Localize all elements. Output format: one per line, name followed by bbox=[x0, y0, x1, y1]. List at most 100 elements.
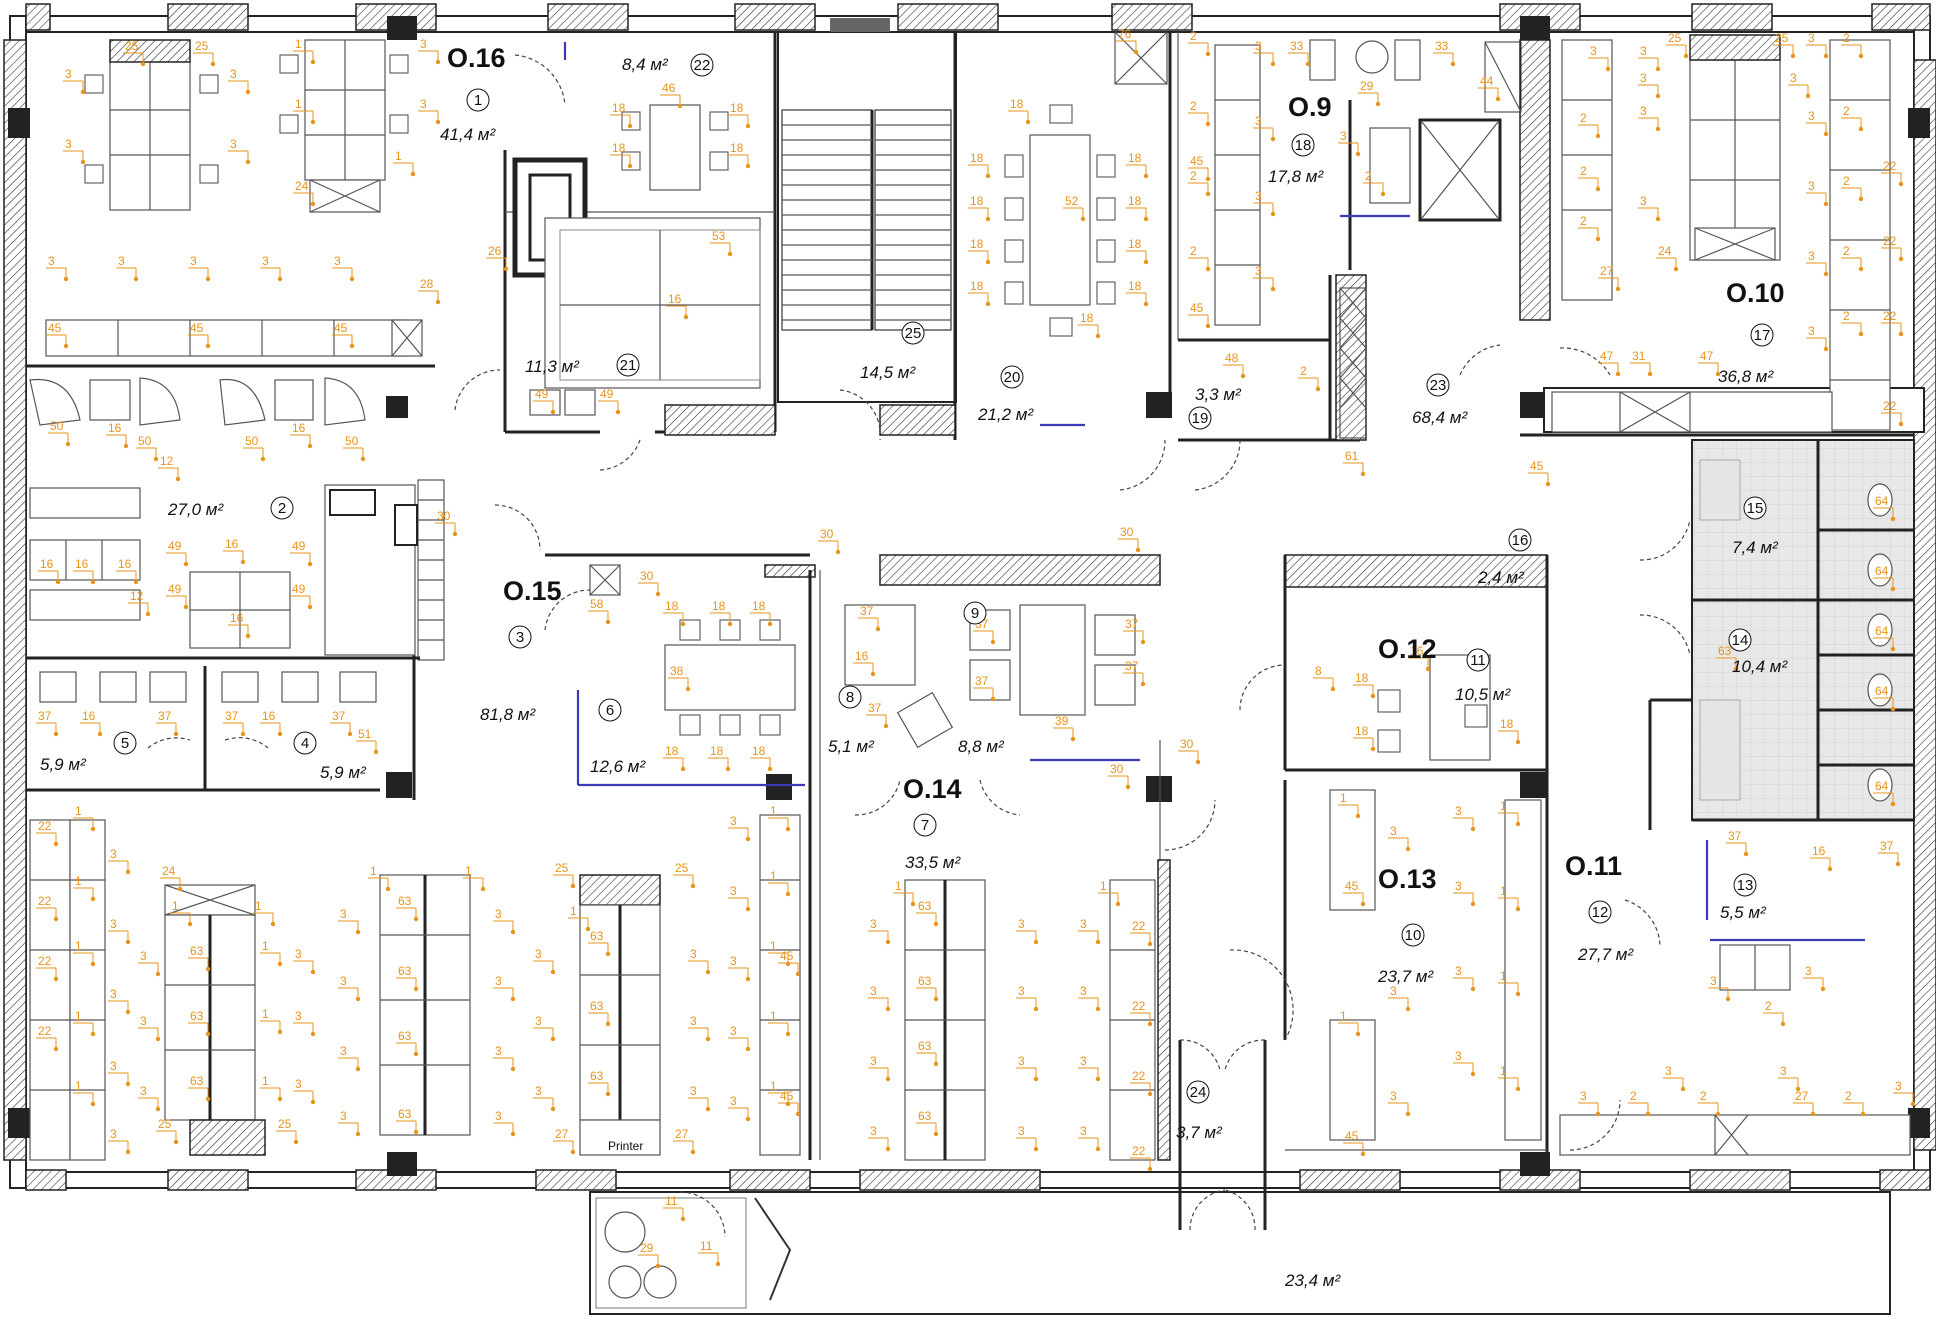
furniture-tag-label: 18 bbox=[1128, 237, 1142, 251]
furniture-tag: 45 bbox=[778, 1089, 801, 1117]
furniture-tag-label: 3 bbox=[190, 254, 197, 268]
furniture-tag-label: 3 bbox=[495, 1044, 502, 1058]
furniture-tag: 3 bbox=[728, 814, 751, 842]
furniture-tag: 22 bbox=[1130, 1144, 1153, 1172]
furniture-tag-label: 22 bbox=[1132, 1144, 1146, 1158]
furniture-tag-label: 37 bbox=[1125, 617, 1139, 631]
furniture-tag-label: 1 bbox=[172, 899, 179, 913]
furniture-tag: 30 bbox=[1118, 525, 1141, 553]
furniture-tag: 63 bbox=[188, 1074, 211, 1102]
furniture-tag: 64 bbox=[1873, 624, 1896, 652]
furniture-tag: 63 bbox=[588, 929, 611, 957]
furniture-tag-label: 16 bbox=[75, 557, 89, 571]
furniture-tag-label: 3 bbox=[535, 1084, 542, 1098]
furniture-tag-label: 1 bbox=[1340, 1009, 1347, 1023]
room-number-6: 6 bbox=[606, 702, 614, 719]
furniture-tag: 3 bbox=[108, 847, 131, 875]
furniture-tag: 1 bbox=[768, 869, 791, 897]
furniture-tag-label: 3 bbox=[140, 949, 147, 963]
furniture-tag-label: 3 bbox=[1640, 71, 1647, 85]
furniture-tag-label: 3 bbox=[730, 814, 737, 828]
room-area-2: 27,0 м² bbox=[167, 500, 224, 519]
furniture-tag-label: 1 bbox=[75, 939, 82, 953]
furniture-tag-label: 29 bbox=[640, 1241, 654, 1255]
furniture-tag: 50 bbox=[48, 419, 71, 447]
furniture-tag: 22 bbox=[1130, 1069, 1153, 1097]
furniture-tag: 49 bbox=[290, 539, 313, 567]
furniture-tag: 50 bbox=[243, 434, 266, 462]
furniture-tag-label: 45 bbox=[1190, 301, 1204, 315]
furniture-tag-label: 63 bbox=[590, 1069, 604, 1083]
furniture-tag-label: 3 bbox=[1455, 1049, 1462, 1063]
furniture-tag: 3 bbox=[868, 1054, 891, 1082]
furniture-tag-label: 3 bbox=[1590, 44, 1597, 58]
furniture-tag-label: 30 bbox=[820, 527, 834, 541]
furniture-tag: 3 bbox=[138, 1084, 161, 1112]
room-area-21: 11,3 м² bbox=[525, 357, 580, 376]
room-number-17: 17 bbox=[1754, 327, 1771, 344]
furniture-tag: 63 bbox=[588, 999, 611, 1027]
furniture-tag-label: 25 bbox=[1775, 31, 1789, 45]
furniture-tag-label: 3 bbox=[295, 1077, 302, 1091]
furniture-tag: 2 bbox=[1188, 244, 1211, 272]
furniture-tag-label: 3 bbox=[495, 974, 502, 988]
furniture-tag-label: 50 bbox=[50, 419, 64, 433]
furniture-tag: 44 bbox=[1478, 74, 1501, 102]
furniture-tag: 16 bbox=[290, 421, 313, 449]
furniture-tag: 47 bbox=[1598, 349, 1621, 377]
furniture-tag: 3 bbox=[1803, 964, 1826, 992]
furniture-tag-label: 45 bbox=[1345, 879, 1359, 893]
room-area-17: 36,8 м² bbox=[1718, 367, 1774, 386]
furniture-tag: 3 bbox=[1388, 984, 1411, 1012]
furniture-tag: 3 bbox=[108, 1127, 131, 1155]
furniture-tag-label: 1 bbox=[1340, 791, 1347, 805]
furniture-tag: 37 bbox=[1123, 659, 1146, 687]
room-area-6: 12,6 м² bbox=[590, 757, 646, 776]
furniture-tag-label: 11 bbox=[665, 1194, 678, 1208]
furniture-tag-label: 3 bbox=[1455, 879, 1462, 893]
furniture-tag: 49 bbox=[598, 387, 621, 415]
furniture-tag: 18 bbox=[1126, 194, 1149, 222]
furniture-tag: 63 bbox=[916, 974, 939, 1002]
furniture-tag: 3 bbox=[1016, 984, 1039, 1012]
furniture bbox=[29, 34, 1911, 1301]
furniture-tag-label: 3 bbox=[535, 947, 542, 961]
furniture-tag-label: 58 bbox=[590, 597, 604, 611]
furniture-tag-label: 63 bbox=[590, 999, 604, 1013]
furniture-tag: 64 bbox=[1873, 779, 1896, 807]
furniture-tag-label: 64 bbox=[1875, 494, 1889, 508]
furniture-tag-label: 3 bbox=[420, 97, 427, 111]
furniture-tag-label: 3 bbox=[1018, 984, 1025, 998]
furniture-tag-label: 3 bbox=[295, 947, 302, 961]
furniture-tag-label: 61 bbox=[1345, 449, 1359, 463]
furniture-tag-label: 3 bbox=[118, 254, 125, 268]
furniture-tag: 18 bbox=[708, 744, 731, 772]
furniture-tag-label: 49 bbox=[292, 582, 306, 596]
furniture-tag: 3 bbox=[116, 254, 139, 282]
furniture-tag: 3 bbox=[1388, 1089, 1411, 1117]
furniture-tag: 3 bbox=[493, 1044, 516, 1072]
furniture-tag-label: 18 bbox=[730, 101, 744, 115]
furniture-tag: 1 bbox=[73, 804, 96, 832]
furniture-tag: 24 bbox=[293, 179, 316, 207]
furniture-tag-label: 3 bbox=[295, 1009, 302, 1023]
furniture-tag-label: 31 bbox=[1632, 349, 1646, 363]
furniture-tag: 3 bbox=[1806, 179, 1829, 207]
furniture-tag: 63 bbox=[396, 964, 419, 992]
furniture-tag-label: 22 bbox=[1132, 999, 1146, 1013]
furniture-tag-label: 1 bbox=[1500, 799, 1507, 813]
furniture-tag-label: 22 bbox=[38, 819, 52, 833]
furniture-tag: 3 bbox=[1016, 1124, 1039, 1152]
furniture-tag-label: 3 bbox=[1808, 31, 1815, 45]
furniture-tag-label: 16 bbox=[118, 557, 132, 571]
furniture-tag: 1 bbox=[1498, 1064, 1521, 1092]
furniture-tag: 45 bbox=[1528, 459, 1551, 487]
furniture-tag: 27 bbox=[673, 1127, 696, 1155]
furniture-tag: 8 bbox=[1313, 664, 1336, 692]
furniture-tag-label: 2 bbox=[1300, 364, 1307, 378]
furniture-tag: 2 bbox=[1188, 169, 1211, 197]
furniture-tag: 18 bbox=[1126, 279, 1149, 307]
furniture-tag: 2 bbox=[1843, 1089, 1866, 1117]
furniture-tag: 3 bbox=[1806, 249, 1829, 277]
